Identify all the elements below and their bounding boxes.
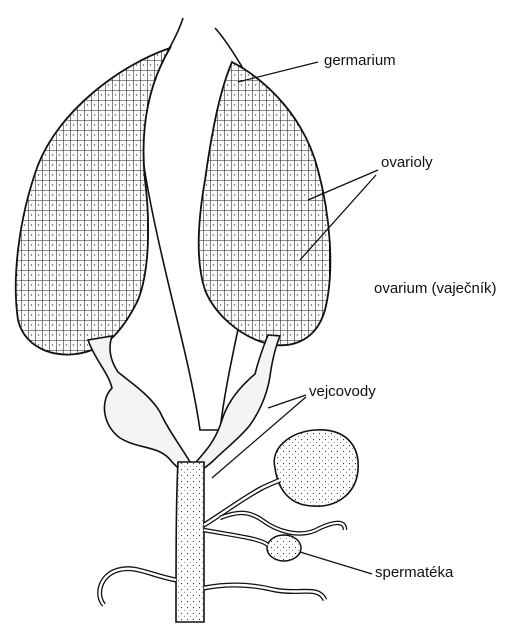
right-ovary <box>199 62 331 345</box>
common-oviduct <box>176 462 204 622</box>
left-ovary <box>16 48 170 355</box>
spermatheca-small <box>267 535 301 561</box>
label-ovarium: ovarium (vaječník) <box>374 281 497 296</box>
spermatheca-main <box>274 430 358 506</box>
left-oviduct <box>88 336 190 470</box>
spermateka-leader <box>300 552 372 574</box>
label-germarium: germarium <box>324 53 396 68</box>
label-vejcovody: vejcovody <box>309 384 376 399</box>
label-spermateka: spermatéka <box>375 565 453 580</box>
label-ovarioly: ovarioly <box>381 155 433 170</box>
